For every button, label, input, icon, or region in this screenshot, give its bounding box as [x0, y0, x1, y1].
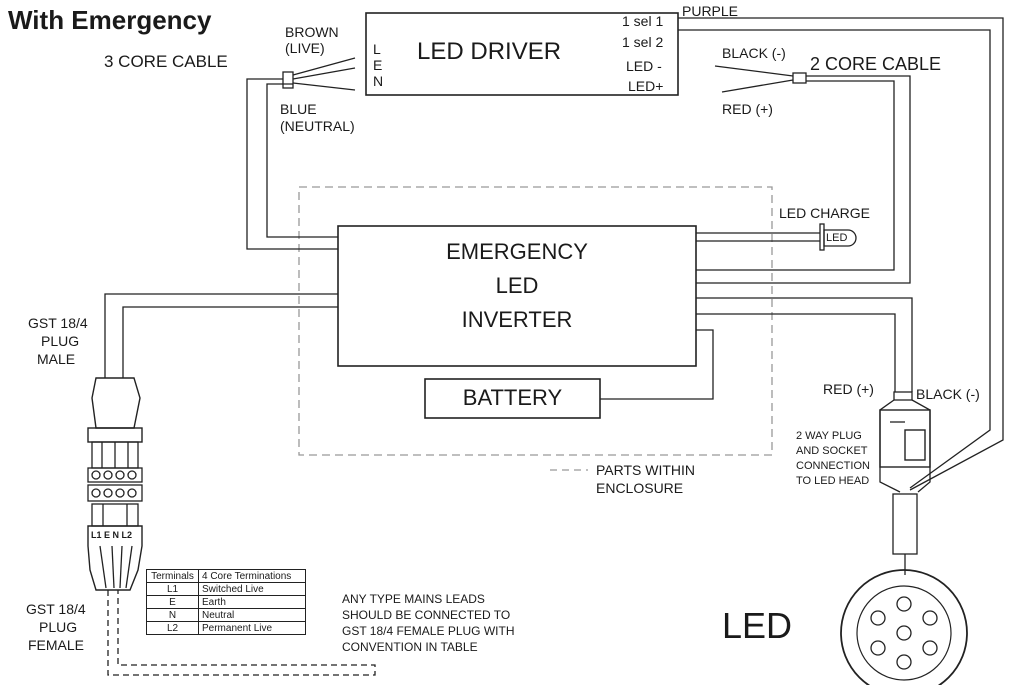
table-cell: Permanent Live: [198, 621, 306, 635]
driver-terminal-led-minus: LED -: [626, 58, 662, 74]
inverter-box: [337, 225, 697, 367]
legend-line-1: PARTS WITHIN: [596, 462, 696, 478]
gst-plug-female: [87, 525, 143, 591]
table-header: Terminals: [146, 569, 199, 583]
blue-wire-sublabel: (NEUTRAL): [280, 118, 355, 134]
table-cell: Neutral: [198, 608, 306, 622]
led-driver-label: LED DRIVER: [417, 38, 562, 65]
gst-male-line-2: PLUG: [41, 333, 80, 349]
note-line-4: CONVENTION IN TABLE: [342, 640, 478, 654]
diagram-title: With Emergency: [8, 5, 212, 35]
inverter-line-3: INVERTER: [461, 307, 573, 332]
black-minus-led-label: BLACK (-): [916, 386, 980, 402]
gst-female-line-1: GST 18/4: [26, 601, 86, 617]
legend-line-2: ENCLOSURE: [596, 480, 684, 496]
battery-label: BATTERY: [462, 385, 563, 410]
table-header-row: Terminals 4 Core Terminations: [146, 569, 306, 583]
led-driver-box: [365, 12, 679, 96]
brown-wire-sublabel: (LIVE): [285, 40, 325, 56]
table-cell: N: [146, 608, 199, 622]
note-line-3: GST 18/4 FEMALE PLUG WITH: [342, 624, 515, 638]
led-head: [840, 569, 968, 685]
led-head-label: LED: [722, 605, 793, 646]
note-line-1: ANY TYPE MAINS LEADS: [342, 592, 485, 606]
gst-male-line-1: GST 18/4: [28, 315, 88, 331]
driver-terminal-sel2: 1 sel 2: [622, 34, 664, 50]
table-header: 4 Core Terminations: [198, 569, 306, 583]
table-cell: E: [146, 595, 199, 609]
gst-female-line-2: PLUG: [39, 619, 78, 635]
terminations-table: Terminals 4 Core Terminations L1 Switche…: [146, 569, 306, 635]
table-row: L2 Permanent Live: [146, 621, 306, 635]
driver-terminal-sel1: 1 sel 1: [622, 13, 664, 29]
table-cell: Earth: [198, 595, 306, 609]
inverter-line-1: EMERGENCY: [446, 239, 588, 264]
purple-wire-label: PURPLE: [682, 3, 739, 19]
inverter-line-2: LED: [495, 273, 539, 298]
plug-socket-line-3: CONNECTION: [796, 460, 870, 472]
red-pos-label: RED (+): [722, 101, 773, 117]
driver-terminal-l: L: [373, 41, 381, 57]
driver-terminal-e: E: [373, 57, 383, 73]
plug-pin-labels: L1 E N L2: [91, 530, 133, 540]
gst-male-line-3: MALE: [37, 351, 76, 367]
led-charge-indicator-label: LED: [826, 232, 848, 244]
three-core-cable-end: [282, 71, 294, 89]
table-cell: L2: [146, 621, 199, 635]
brown-wire-label: BROWN: [285, 24, 339, 40]
table-cell: Switched Live: [198, 582, 306, 596]
red-plus-led-label: RED (+): [823, 381, 874, 397]
plug-socket-line-1: 2 WAY PLUG: [796, 430, 862, 442]
table-row: L1 Switched Live: [146, 582, 306, 596]
table-cell: L1: [146, 582, 199, 596]
driver-terminal-led-plus: LED+: [628, 78, 664, 94]
three-core-cable-label: 3 CORE CABLE: [104, 52, 228, 71]
led-charge-label: LED CHARGE: [779, 205, 871, 221]
black-neg-label: BLACK (-): [722, 45, 786, 61]
table-row: N Neutral: [146, 608, 306, 622]
driver-terminal-n: N: [373, 73, 384, 89]
plug-socket-line-4: TO LED HEAD: [796, 475, 870, 487]
plug-socket-connector: [879, 409, 931, 468]
note-line-2: SHOULD BE CONNECTED TO: [342, 608, 511, 622]
enclosure-outline: [298, 186, 773, 456]
blue-wire-label: BLUE: [280, 101, 317, 117]
gst-plug-male: [91, 377, 141, 429]
plug-socket-line-2: AND SOCKET: [796, 445, 868, 457]
table-row: E Earth: [146, 595, 306, 609]
two-core-cable-label: 2 CORE CABLE: [810, 54, 942, 74]
gst-female-line-3: FEMALE: [28, 637, 85, 653]
